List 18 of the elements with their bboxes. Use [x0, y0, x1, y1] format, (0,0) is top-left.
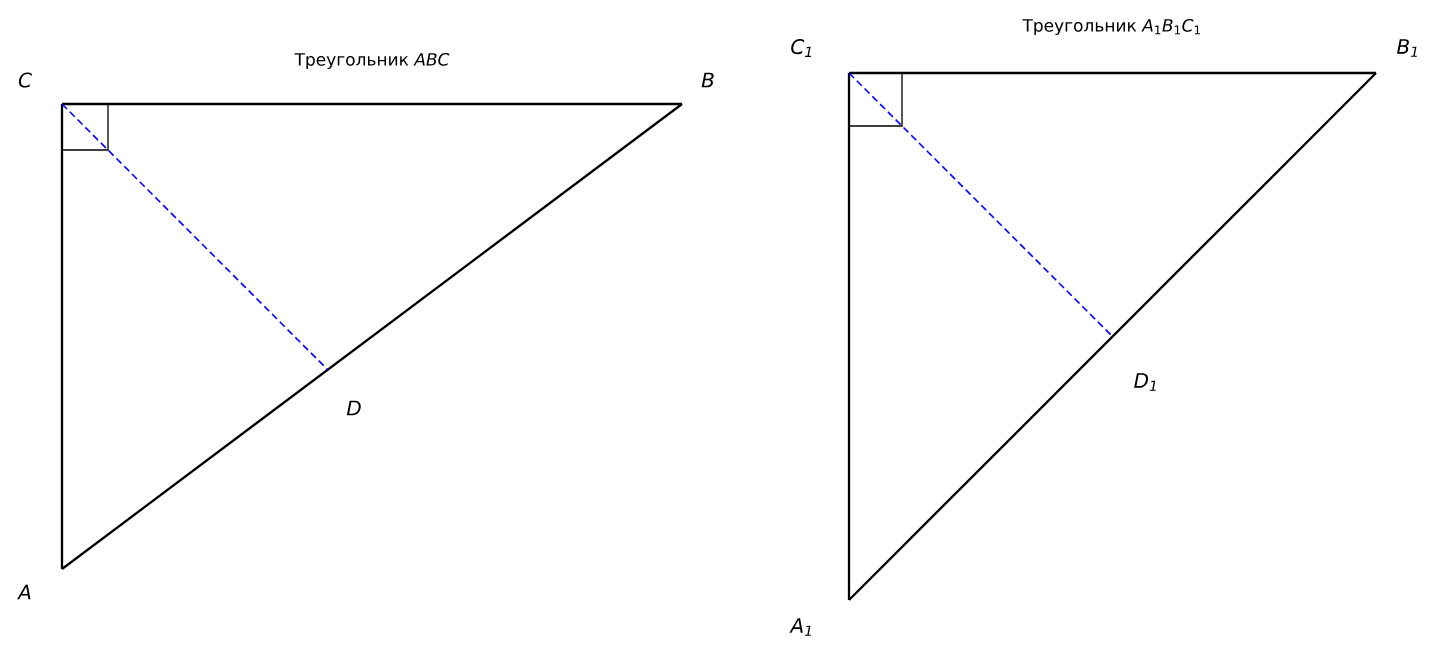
title: Треугольник A$_{1}$B$_{1}$C$_{1}$	[1022, 18, 1200, 36]
vertex-label: D	[346, 400, 361, 416]
vertex-label: A$_{1}$	[789, 618, 811, 636]
side-line	[847, 73, 851, 600]
side-line	[848, 72, 1377, 601]
dashed-line	[848, 72, 1112, 336]
dashed-line	[61, 103, 329, 371]
vertex-label: B$_{1}$	[1397, 39, 1417, 57]
vertex-label: C	[18, 72, 32, 88]
side-line	[61, 103, 683, 570]
vertex-label: B	[701, 72, 714, 88]
side-line	[62, 102, 682, 106]
side-line	[60, 104, 64, 569]
vertex-label: C$_{1}$	[791, 39, 812, 57]
vertex-label: D$_{1}$	[1134, 373, 1156, 391]
title: Треугольник ABC	[294, 52, 450, 70]
vertex-label: A	[17, 584, 31, 600]
side-line	[849, 71, 1376, 75]
